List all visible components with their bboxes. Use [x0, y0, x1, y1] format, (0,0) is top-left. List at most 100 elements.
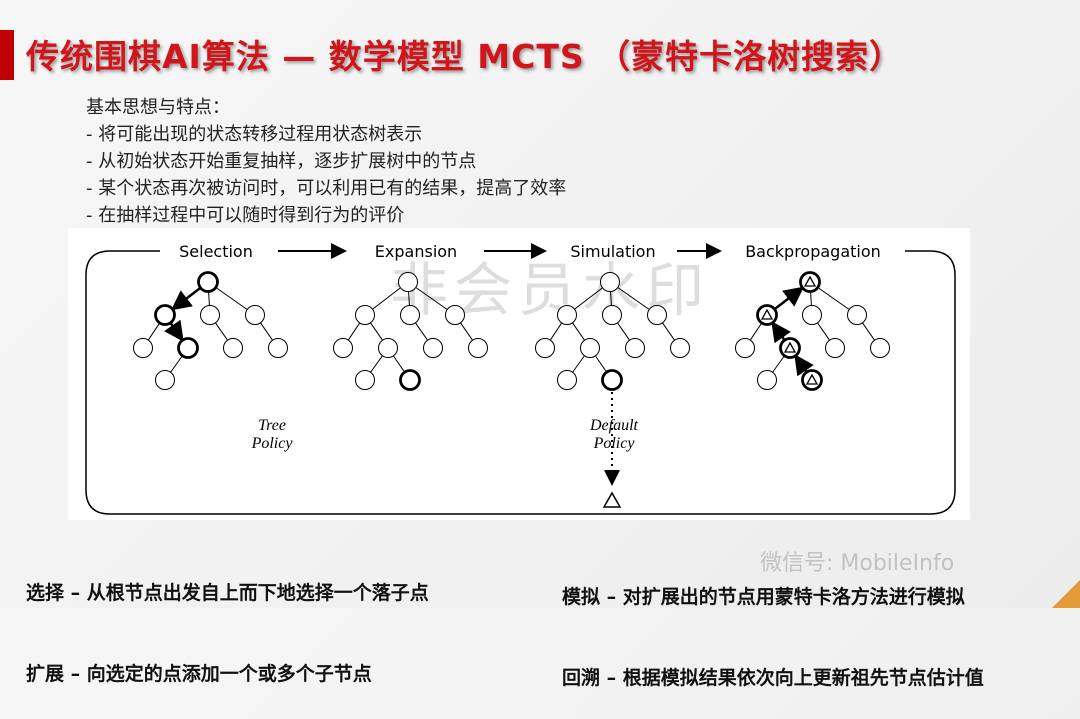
- wechat-watermark: 微信号: MobileInfo: [760, 551, 955, 576]
- tree-node: [825, 338, 845, 358]
- tree-node: [799, 271, 821, 293]
- step-expansion: 扩展 – 向选定的点添加一个或多个子节点: [26, 663, 372, 685]
- tree-arrow: [164, 319, 184, 342]
- default-policy-label: Default: [589, 417, 639, 434]
- tree-node: [757, 370, 777, 390]
- tree-edge: [617, 287, 650, 310]
- tree-edge: [610, 291, 612, 306]
- tree-node: [245, 305, 265, 325]
- tree-node: [601, 369, 623, 391]
- tree-node: [355, 370, 375, 390]
- tree-edge: [370, 355, 383, 373]
- tree-policy-label: Tree: [258, 417, 286, 434]
- stage-expansion: Expansion: [375, 242, 457, 261]
- tree-node: [468, 338, 488, 358]
- intro-point: - 将可能出现的状态转移过程用状态树表示: [86, 124, 423, 145]
- tree-edge: [750, 323, 762, 340]
- tree-node: [647, 305, 667, 325]
- tree-node: [600, 272, 620, 292]
- tree-node: [268, 338, 288, 358]
- tree-edge: [862, 322, 875, 341]
- tree-edge: [148, 323, 160, 340]
- tree-edge: [810, 291, 812, 306]
- stage-backpropagation: Backpropagation: [745, 242, 881, 261]
- stage-simulation: Simulation: [570, 242, 655, 261]
- intro-text: 基本思想与特点： - 将可能出现的状态转移过程用状态树表示 - 从初始状态开始重…: [86, 94, 566, 229]
- tree-node: [779, 337, 801, 359]
- tree-node: [223, 338, 243, 358]
- terminal-triangle-icon: [602, 491, 622, 508]
- tree-node: [870, 338, 890, 358]
- mcts-diagram: 非会员水印 Selection Expansion Simulation Bac…: [85, 242, 956, 515]
- tree-edge: [408, 291, 410, 306]
- step-simulation: 模拟 – 对扩展出的节点用蒙特卡洛方法进行模拟: [562, 586, 965, 608]
- tree-edge: [595, 355, 607, 373]
- tree-node: [847, 305, 867, 325]
- tree-edge: [572, 355, 585, 373]
- tree-arrow: [170, 287, 201, 311]
- tree-node: [400, 305, 420, 325]
- triangle-icon: [803, 275, 817, 287]
- corner-decoration: [1052, 580, 1080, 608]
- tree-node: [177, 337, 199, 359]
- tree-node: [602, 305, 622, 325]
- tree-node: [670, 338, 690, 358]
- tree-node: [133, 338, 153, 358]
- tree-node: [535, 338, 555, 358]
- tree-node: [735, 338, 755, 358]
- tree-arrow: [774, 286, 805, 310]
- tree-node: [557, 305, 577, 325]
- tree-edge: [415, 322, 428, 341]
- tree-edge: [372, 287, 401, 310]
- intro-point: - 从初始状态开始重复抽样，逐步扩展树中的节点: [86, 151, 477, 172]
- triangle-icon: [760, 308, 774, 320]
- tree-edge: [370, 322, 383, 341]
- tree-edge: [215, 287, 248, 310]
- tree-policy-label: Policy: [251, 435, 294, 452]
- tree-node: [200, 305, 220, 325]
- tree-node: [557, 370, 577, 390]
- tree-node: [154, 304, 176, 326]
- step-selection: 选择 – 从根节点出发自上而下地选择一个落子点: [26, 582, 429, 604]
- tree-edge: [215, 322, 228, 341]
- tree-edge: [170, 355, 183, 373]
- intro-heading: 基本思想与特点：: [86, 97, 230, 118]
- tree-node: [355, 305, 375, 325]
- tree-edge: [208, 291, 210, 306]
- tree-edge: [348, 323, 360, 340]
- tree-edge: [817, 287, 850, 310]
- tree-arrow: [771, 321, 791, 344]
- tree-edge: [460, 322, 473, 341]
- intro-point: - 在抽样过程中可以随时得到行为的评价: [86, 205, 405, 226]
- tree-node: [197, 271, 219, 293]
- triangle-icon: [783, 341, 797, 353]
- loop-border: [85, 250, 956, 515]
- page-title: 传统围棋AI算法 — 数学模型 MCTS （蒙特卡洛树搜索）: [26, 37, 904, 76]
- tree-edge: [772, 355, 785, 373]
- default-policy-label: Policy: [593, 435, 636, 452]
- tree-node: [445, 305, 465, 325]
- tree-edge: [617, 322, 630, 341]
- steps-left: 选择 – 从根节点出发自上而下地选择一个落子点 扩展 – 向选定的点添加一个或多…: [26, 526, 429, 715]
- intro-point: - 某个状态再次被访问时，可以利用已有的结果，提高了效率: [86, 178, 567, 199]
- tree-edge: [574, 287, 603, 310]
- triangle-icon: [805, 373, 819, 385]
- tree-node: [423, 338, 443, 358]
- tree-edge: [393, 355, 405, 373]
- tree-edge: [662, 322, 675, 341]
- stage-selection: Selection: [179, 242, 253, 261]
- tree-edge: [572, 322, 585, 341]
- tree-node: [625, 338, 645, 358]
- tree-node: [399, 369, 421, 391]
- tree-node: [378, 338, 398, 358]
- tree-edge: [817, 322, 830, 341]
- tree-node: [333, 338, 353, 358]
- tree-node: [756, 304, 778, 326]
- tree-node: [398, 272, 418, 292]
- tree-edge: [550, 323, 562, 340]
- tree-node: [580, 338, 600, 358]
- tree-edge: [260, 322, 273, 341]
- title-accent-bar: [0, 30, 14, 80]
- tree-arrow: [794, 354, 814, 377]
- tree-node: [801, 369, 823, 391]
